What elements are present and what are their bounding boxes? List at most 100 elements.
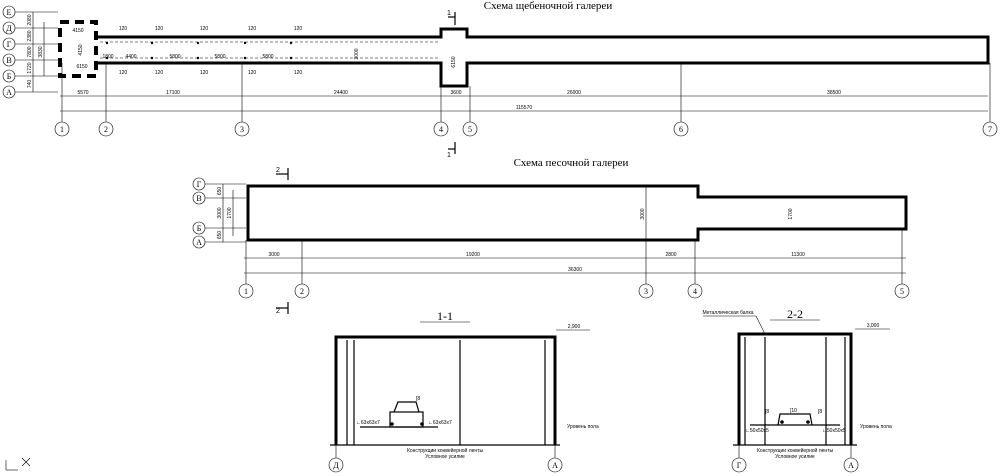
svg-text:А: А — [196, 238, 202, 247]
row-axis-marker: Б — [192, 221, 206, 235]
svg-text:2380: 2380 — [27, 30, 33, 41]
svg-text:4150: 4150 — [72, 28, 83, 34]
svg-text:6150: 6150 — [451, 56, 457, 67]
column-axis-marker: 1 — [54, 121, 70, 137]
svg-text:120: 120 — [294, 70, 303, 76]
svg-text:2080: 2080 — [27, 14, 33, 25]
svg-text:3830: 3830 — [38, 46, 44, 57]
svg-text:Металлическая балка: Металлическая балка — [702, 310, 753, 316]
svg-text:∟50x50x5: ∟50x50x5 — [745, 428, 769, 434]
svg-text:19200: 19200 — [466, 252, 480, 258]
svg-text:∟50x50x5: ∟50x50x5 — [822, 428, 846, 434]
svg-text:[8: [8 — [818, 409, 822, 415]
svg-text:120: 120 — [200, 70, 209, 76]
svg-text:4: 4 — [439, 125, 443, 134]
svg-text:2: 2 — [276, 167, 280, 174]
row-axis-marker: А — [192, 235, 206, 249]
column-axis-marker: 5 — [462, 121, 478, 137]
section-1-1-title: 1-1 — [437, 309, 453, 323]
svg-text:26000: 26000 — [567, 90, 581, 96]
section-marker-2-top: 2 — [276, 167, 289, 180]
svg-text:1: 1 — [60, 125, 64, 134]
svg-text:5570: 5570 — [77, 90, 88, 96]
row-axis-marker: А — [2, 85, 16, 99]
sand-chain-dimensions: 3000 19200 2800 11300 36300 — [244, 252, 906, 274]
gravel-inner-dimensions: 1800 4400 5800 5800 5800 3000 6150 — [102, 48, 457, 67]
svg-text:∟63x63x7: ∟63x63x7 — [356, 420, 380, 426]
column-axis-marker: 7 — [982, 121, 998, 137]
svg-text:Б: Б — [197, 224, 202, 233]
svg-text:4150: 4150 — [78, 44, 84, 55]
gravel-gallery-title: Схема щебеночной галереи — [484, 0, 613, 12]
svg-text:1: 1 — [447, 10, 451, 17]
svg-text:Г: Г — [737, 461, 742, 470]
svg-text:Условное усилие: Условное усилие — [775, 454, 815, 460]
svg-text:В: В — [6, 56, 11, 65]
column-axis-marker: 2 — [294, 283, 310, 299]
svg-text:3000: 3000 — [640, 208, 646, 219]
section-marker-2-bottom: 2 — [276, 302, 289, 315]
row-axis-marker: В — [192, 191, 206, 205]
svg-text:3: 3 — [240, 125, 244, 134]
svg-text:740: 740 — [27, 80, 33, 89]
svg-text:3000: 3000 — [268, 252, 279, 258]
column-axis-marker: 6 — [673, 121, 689, 137]
svg-text:120: 120 — [155, 70, 164, 76]
svg-text:Конструкции конвейерной ленты: Конструкции конвейерной ленты — [757, 447, 833, 454]
svg-text:Г: Г — [7, 40, 12, 49]
svg-text:120: 120 — [248, 26, 257, 32]
svg-text:11300: 11300 — [791, 252, 805, 258]
gravel-left-dimensions: 2080 2380 7800 3830 1720 740 — [27, 12, 45, 92]
svg-text:2: 2 — [300, 287, 304, 296]
svg-text:7800: 7800 — [27, 46, 33, 57]
column-axis-marker: 4 — [433, 121, 449, 137]
gravel-row-axes: Е Д Г В Б А — [2, 5, 58, 99]
svg-text:17100: 17100 — [166, 90, 180, 96]
svg-text:24400: 24400 — [334, 90, 348, 96]
svg-text:2: 2 — [276, 308, 280, 315]
svg-text:А: А — [848, 461, 854, 470]
row-axis-marker: Б — [2, 69, 16, 83]
svg-text:[8: [8 — [765, 409, 769, 415]
svg-text:В: В — [196, 194, 201, 203]
svg-text:А: А — [552, 461, 558, 470]
column-axis-marker: Г — [731, 457, 747, 473]
gravel-gallery-plan: Схема щебеночной галереи Е Д Г В Б А 208… — [2, 0, 998, 159]
section-2-2: 2-2 Металлическая балка 3,000 [8 [10 [8 … — [702, 307, 892, 473]
svg-text:5: 5 — [468, 125, 472, 134]
svg-text:∟63x63x7: ∟63x63x7 — [428, 420, 452, 426]
svg-text:38500: 38500 — [827, 90, 841, 96]
svg-text:650: 650 — [217, 187, 223, 196]
svg-text:3000: 3000 — [217, 207, 223, 218]
gravel-column-frame: 4150 4150 6150 — [58, 20, 98, 78]
ucs-icon — [5, 457, 31, 471]
svg-text:1: 1 — [244, 287, 248, 296]
row-axis-marker: Г — [2, 37, 16, 51]
section-marker-1-top: 1 — [447, 10, 456, 25]
svg-text:2: 2 — [104, 125, 108, 134]
gravel-bottom-dimensions: 120 120 120 120 120 — [105, 56, 303, 76]
svg-text:4: 4 — [693, 287, 697, 296]
svg-text:115570: 115570 — [516, 105, 533, 111]
svg-text:5800: 5800 — [262, 54, 273, 60]
svg-text:1720: 1720 — [27, 62, 33, 73]
svg-text:650: 650 — [217, 231, 223, 240]
svg-text:1: 1 — [447, 152, 451, 159]
column-axis-marker: 5 — [894, 283, 910, 299]
svg-text:36300: 36300 — [568, 267, 582, 273]
svg-text:Б: Б — [7, 72, 12, 81]
svg-text:Е: Е — [7, 8, 12, 17]
svg-text:[10: [10 — [790, 408, 797, 414]
svg-text:1700: 1700 — [227, 207, 233, 218]
svg-text:120: 120 — [248, 70, 257, 76]
svg-text:[8: [8 — [416, 396, 420, 402]
svg-text:3,000: 3,000 — [867, 323, 880, 329]
column-axis-marker: А — [547, 457, 563, 473]
svg-text:2,900: 2,900 — [568, 324, 581, 330]
column-axis-marker: 1 — [238, 283, 254, 299]
svg-text:1800: 1800 — [102, 54, 113, 60]
gravel-gallery-outline — [96, 27, 990, 88]
svg-text:1700: 1700 — [788, 208, 794, 219]
svg-text:5800: 5800 — [214, 54, 225, 60]
svg-text:5800: 5800 — [169, 54, 180, 60]
